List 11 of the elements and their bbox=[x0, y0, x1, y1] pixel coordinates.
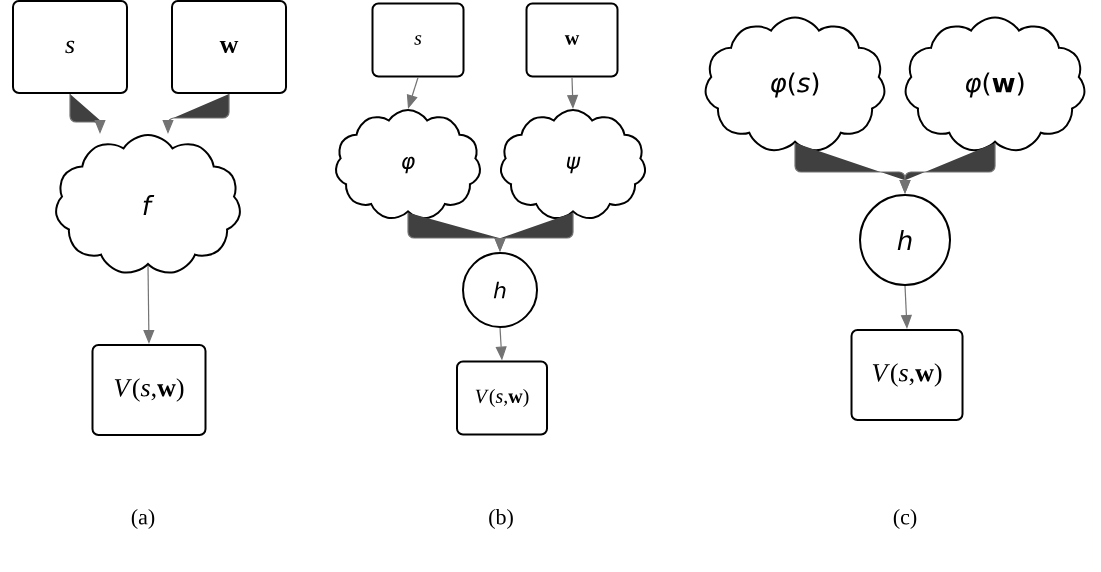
arrow bbox=[406, 76, 419, 109]
process-box: s bbox=[371, 2, 465, 78]
process-box: V(s,w) bbox=[91, 344, 207, 436]
subfigure-label: (c) bbox=[893, 509, 917, 529]
process-box: w bbox=[171, 0, 287, 94]
subfigure-label: (a) bbox=[131, 509, 155, 529]
process-box: w bbox=[525, 2, 619, 78]
process-box: V(s,w) bbox=[456, 360, 548, 436]
process-box: V(s,w) bbox=[850, 329, 964, 421]
process-box: s bbox=[12, 0, 128, 94]
subfigure-label: (b) bbox=[489, 509, 513, 529]
